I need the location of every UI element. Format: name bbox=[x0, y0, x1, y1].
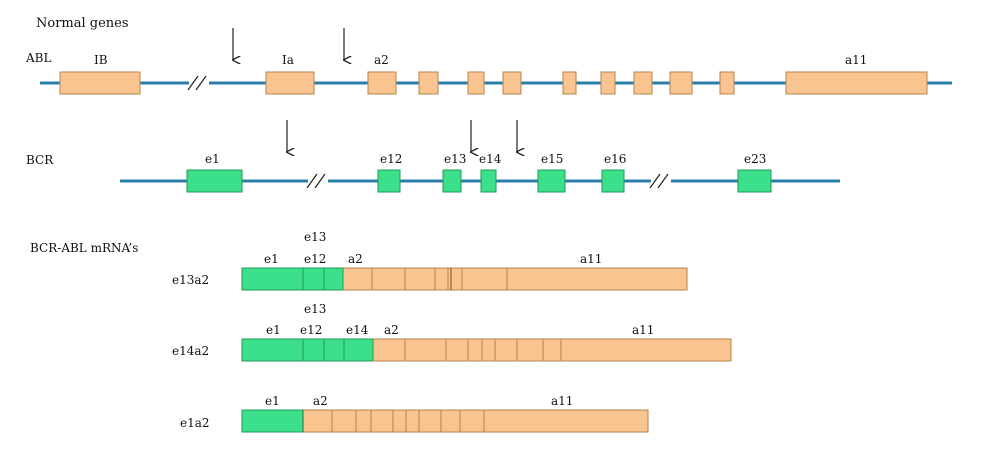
abl-label-ib: IB bbox=[94, 53, 108, 67]
abl-exon-a4 bbox=[467, 71, 485, 95]
label-a11: a11 bbox=[551, 394, 573, 408]
label-e13: e13 bbox=[304, 230, 326, 244]
abl-label: ABL bbox=[25, 51, 51, 65]
bcr-label-e12: e12 bbox=[380, 152, 402, 166]
label-e14: e14 bbox=[346, 323, 369, 337]
bcr-exon-e12 bbox=[377, 169, 401, 193]
bcr-label-e14: e14 bbox=[479, 152, 502, 166]
label-e1: e1 bbox=[266, 323, 281, 337]
abl-exon-a3 bbox=[418, 71, 439, 95]
abl-exon-a6 bbox=[562, 71, 577, 95]
bcr-label-e15: e15 bbox=[541, 152, 563, 166]
abl-label-a11: a11 bbox=[845, 53, 867, 67]
bcr-gene: BCR e1 e12 e13 e14 e15 e16 e23 bbox=[26, 120, 840, 193]
segment-abl bbox=[372, 338, 732, 362]
bcr-label-e16: e16 bbox=[604, 152, 626, 166]
segment-abl bbox=[302, 409, 649, 433]
bcr-label: BCR bbox=[26, 153, 54, 167]
bcr-label-e23: e23 bbox=[744, 152, 766, 166]
label-a11: a11 bbox=[580, 252, 602, 266]
segment-bcr bbox=[241, 267, 344, 291]
mrna-section-title: BCR-ABL mRNA’s bbox=[30, 241, 138, 255]
transcript-name: e14a2 bbox=[172, 344, 209, 358]
bcr-label-e13: e13 bbox=[444, 152, 466, 166]
segment-bcr bbox=[241, 338, 374, 362]
label-a11: a11 bbox=[632, 323, 654, 337]
abl-label-a2: a2 bbox=[374, 53, 389, 67]
abl-label-ia: Ia bbox=[282, 53, 294, 67]
bcr-exon-e23 bbox=[737, 169, 772, 193]
bcr-exon-e15 bbox=[537, 169, 566, 193]
segment-dividers bbox=[302, 339, 562, 361]
transcript-name: e1a2 bbox=[180, 416, 210, 430]
diagram-title: Normal genes bbox=[36, 16, 129, 31]
abl-break-mark bbox=[187, 75, 209, 91]
abl-gene: ABL IB Ia a2 a11 bbox=[25, 28, 952, 95]
abl-exon-a11 bbox=[785, 71, 928, 95]
segment-dividers bbox=[302, 410, 485, 432]
label-e12: e12 bbox=[300, 323, 322, 337]
label-e13: e13 bbox=[304, 302, 326, 316]
label-e1: e1 bbox=[264, 252, 279, 266]
label-a2: a2 bbox=[313, 394, 328, 408]
label-a2: a2 bbox=[348, 252, 363, 266]
bcr-exon-e16 bbox=[601, 169, 625, 193]
abl-exon-a8 bbox=[633, 71, 653, 95]
abl-exon-a9 bbox=[669, 71, 693, 95]
segment-dividers bbox=[302, 268, 508, 290]
segment-abl bbox=[342, 267, 688, 291]
abl-exon-a2 bbox=[367, 71, 397, 95]
label-a2: a2 bbox=[384, 323, 399, 337]
label-e12: e12 bbox=[304, 252, 326, 266]
segment-bcr bbox=[241, 409, 304, 433]
bcr-break-mark-2 bbox=[649, 173, 671, 189]
bcr-exon-e1 bbox=[186, 169, 243, 193]
bcr-exon-e14 bbox=[480, 169, 497, 193]
bcr-label-e1: e1 bbox=[205, 152, 220, 166]
label-e1: e1 bbox=[265, 394, 280, 408]
transcript-e1a2: e1a2 e1 a2 a11 bbox=[180, 394, 649, 433]
transcript-e13a2: e13a2 e1 e12 e13 a2 a11 bbox=[172, 230, 688, 291]
abl-exon-ia bbox=[265, 71, 315, 95]
abl-exon-a10 bbox=[719, 71, 735, 95]
transcript-name: e13a2 bbox=[172, 273, 209, 287]
bcr-break-mark-1 bbox=[306, 173, 328, 189]
abl-exon-a7 bbox=[600, 71, 616, 95]
abl-exon-ib bbox=[59, 71, 141, 95]
abl-exon-a5 bbox=[502, 71, 522, 95]
transcript-e14a2: e14a2 e1 e12 e13 e14 a2 a11 bbox=[172, 302, 732, 362]
bcr-exon-e13 bbox=[442, 169, 462, 193]
